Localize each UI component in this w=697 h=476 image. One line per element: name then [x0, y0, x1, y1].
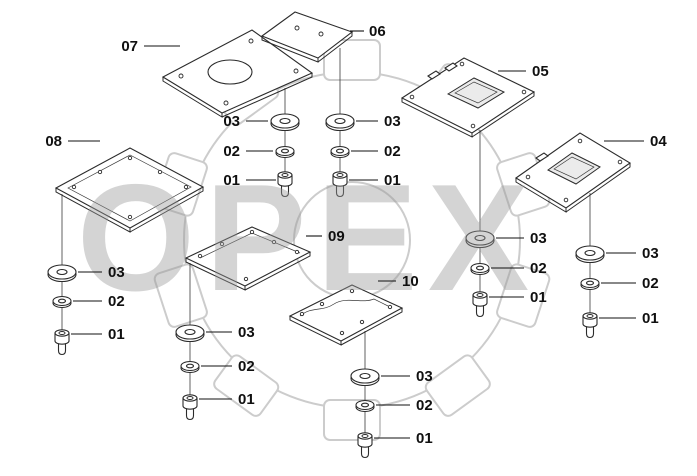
callout-03-f: 03: [206, 324, 255, 341]
callout-01-label: 01: [108, 326, 125, 343]
watermark-text: OPEX: [77, 153, 539, 323]
callout-01-e: 01: [71, 326, 125, 343]
callout-01-c: 01: [489, 289, 547, 306]
callout-02-label: 02: [238, 358, 255, 375]
bolt-01: [357, 432, 373, 459]
callout-06-label: 06: [369, 23, 386, 40]
lock-washer-02: [580, 277, 600, 291]
callout-03-b: 03: [356, 113, 401, 130]
callout-03-g: 03: [381, 368, 433, 385]
callout-07: 07: [121, 38, 180, 55]
callout-01-label: 01: [223, 172, 240, 189]
plate-10: [288, 284, 404, 346]
callout-01-d: 01: [599, 310, 659, 327]
callout-02-g: 02: [376, 397, 433, 414]
plates: [54, 11, 632, 346]
callout-03-label: 03: [530, 230, 547, 247]
washer-03: [350, 368, 380, 387]
callout-04-label: 04: [650, 133, 667, 150]
callout-02-label: 02: [384, 143, 401, 160]
callout-03-d: 03: [606, 245, 659, 262]
plate-08: [54, 147, 205, 233]
washer-03: [325, 113, 355, 132]
lock-washer-02: [180, 360, 200, 374]
callout-09: 09: [306, 228, 345, 245]
bolt-01: [182, 394, 198, 421]
callout-03-label: 03: [416, 368, 433, 385]
plate-05: [400, 57, 536, 138]
plate-09: [184, 226, 312, 291]
callout-08: 08: [45, 133, 100, 150]
lock-washer-02: [355, 399, 375, 413]
washer-03: [270, 113, 300, 132]
plate-07: [161, 29, 314, 118]
callout-03-e: 03: [78, 264, 125, 281]
washer-03: [175, 324, 205, 343]
callout-02-c: 02: [491, 260, 547, 277]
callout-07-label: 07: [121, 38, 138, 55]
callout-08-label: 08: [45, 133, 62, 150]
callout-09-label: 09: [328, 228, 345, 245]
washer-03: [575, 245, 605, 264]
callout-03-label: 03: [223, 113, 240, 130]
callout-03-label: 03: [642, 245, 659, 262]
callout-10: 10: [378, 273, 419, 290]
plate-06: [260, 11, 354, 63]
callout-01-label: 01: [238, 391, 255, 408]
callout-03-c: 03: [496, 230, 547, 247]
bolt-01: [582, 312, 598, 339]
callout-03-label: 03: [108, 264, 125, 281]
callout-02-b: 02: [351, 143, 401, 160]
callout-02-label: 02: [108, 293, 125, 310]
callout-05: 05: [498, 63, 549, 80]
callout-02-label: 02: [416, 397, 433, 414]
callout-02-e: 02: [73, 293, 125, 310]
callout-04: 04: [604, 133, 667, 150]
callout-01-g: 01: [374, 430, 433, 447]
callout-02-label: 02: [530, 260, 547, 277]
callout-06: 06: [350, 23, 386, 40]
callout-03-label: 03: [384, 113, 401, 130]
callout-02-f: 02: [201, 358, 255, 375]
callouts: 07 06 05 04 08 09 10 03: [45, 23, 667, 447]
callout-02-label: 02: [642, 275, 659, 292]
callout-01-label: 01: [642, 310, 659, 327]
callout-01-label: 01: [384, 172, 401, 189]
callout-01-b: 01: [349, 172, 401, 189]
callout-01-f: 01: [199, 391, 255, 408]
callout-02-d: 02: [601, 275, 659, 292]
washer-03: [47, 264, 77, 283]
callout-05-label: 05: [532, 63, 549, 80]
callout-01-a: 01: [223, 172, 276, 189]
callout-02-label: 02: [223, 143, 240, 160]
plate-04: [514, 132, 632, 213]
bolt-01: [54, 329, 70, 356]
callout-02-a: 02: [223, 143, 273, 160]
callout-03-label: 03: [238, 324, 255, 341]
lock-washer-02: [52, 295, 72, 309]
callout-03-a: 03: [223, 113, 268, 130]
callout-01-label: 01: [530, 289, 547, 306]
callout-01-label: 01: [416, 430, 433, 447]
callout-10-label: 10: [402, 273, 419, 290]
